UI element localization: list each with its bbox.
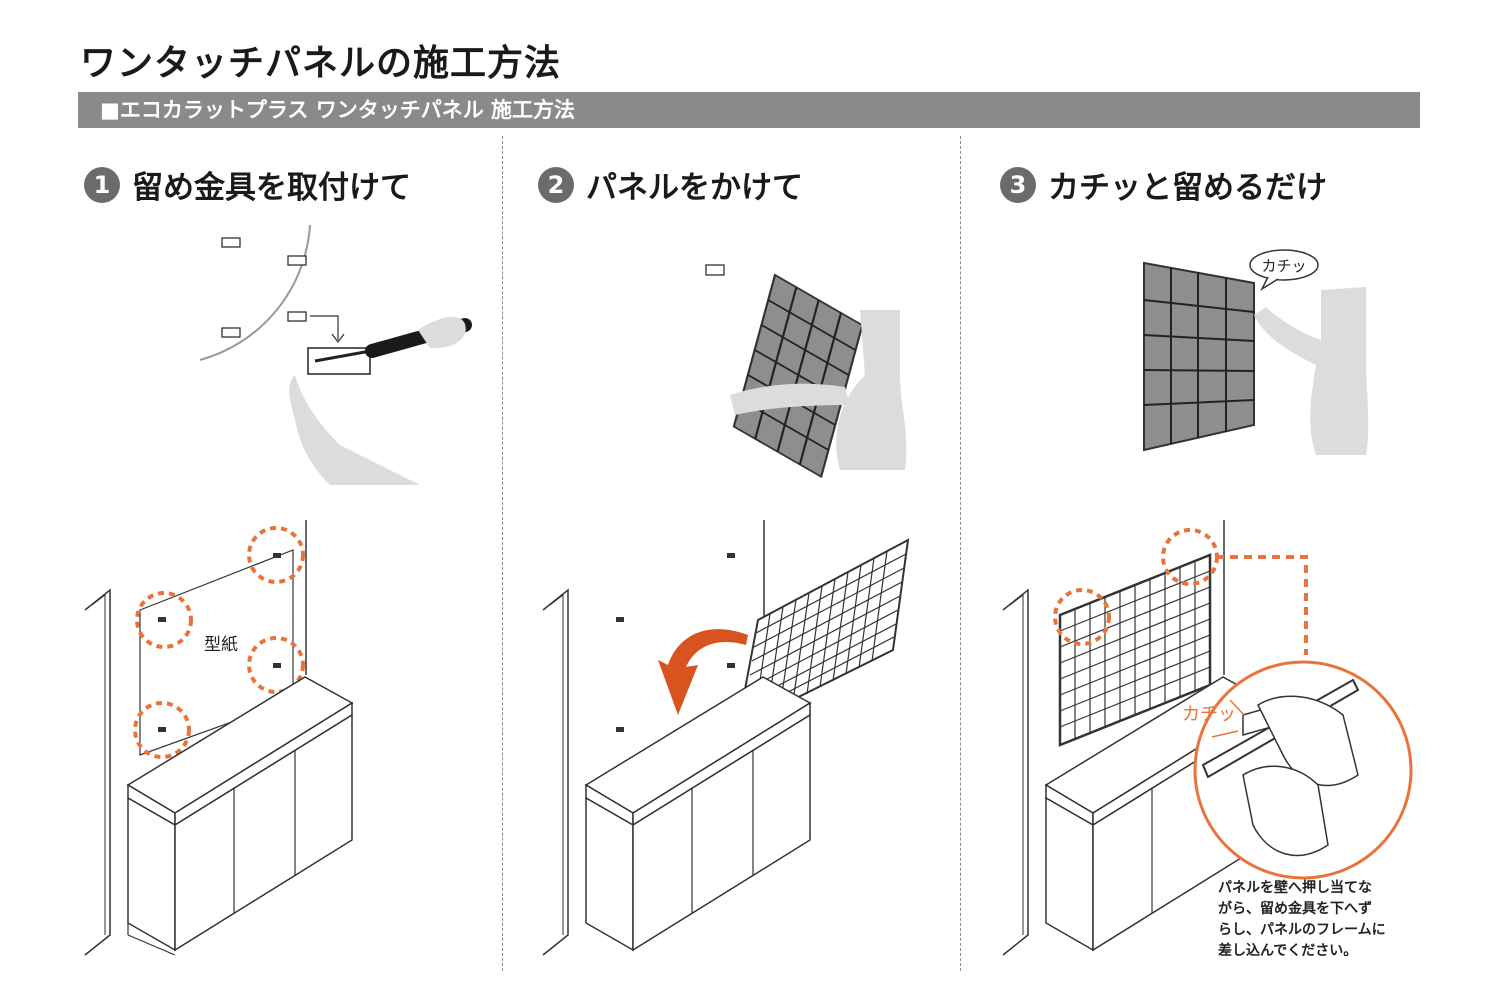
click-speech-label: カチッ [1261, 257, 1306, 275]
step-3-heading: 3 カチッと留めるだけ [1000, 162, 1327, 207]
step-2-cabinet-illustration [542, 520, 910, 956]
step-1-title: 留め金具を取付けて [132, 170, 411, 206]
page-title: ワンタッチパネルの施工方法 [80, 43, 562, 84]
step-1-heading: 1 留め金具を取付けて [84, 162, 411, 207]
click-sound-label: カチッ [1182, 704, 1236, 725]
step-1-screwdriver-illustration [199, 224, 472, 485]
step-2-heading: 2 パネルをかけて [538, 162, 803, 207]
step-3-click-illustration: カチッ [1143, 249, 1369, 455]
step-1-template-illustration: 型紙 [84, 520, 354, 956]
step-1-number-badge: 1 [84, 166, 120, 203]
note-line-2: がら、留め金具を下へず [1218, 901, 1372, 917]
step-3-detail-illustration: カチッ [1002, 520, 1413, 956]
step-2-hang-panel-illustration [705, 264, 907, 479]
step-2-title: パネルをかけて [586, 170, 803, 206]
step-3-number-badge: 3 [1000, 166, 1036, 203]
column-divider-2 [960, 136, 961, 971]
note-line-4: 差し込んでください。 [1218, 943, 1358, 959]
template-paper-label: 型紙 [204, 635, 238, 655]
note-line-1: パネルを壁へ押し当てな [1218, 880, 1372, 896]
installation-note: パネルを壁へ押し当てな がら、留め金具を下へず らし、パネルのフレームに 差し込… [1218, 878, 1394, 962]
step-2-number-badge: 2 [538, 166, 574, 203]
note-line-3: らし、パネルのフレームに [1218, 922, 1386, 938]
step-3-title: カチッと留めるだけ [1048, 170, 1327, 206]
section-header-bar: ■エコカラットプラス ワンタッチパネル 施工方法 [78, 92, 1420, 128]
column-divider-1 [502, 136, 503, 971]
